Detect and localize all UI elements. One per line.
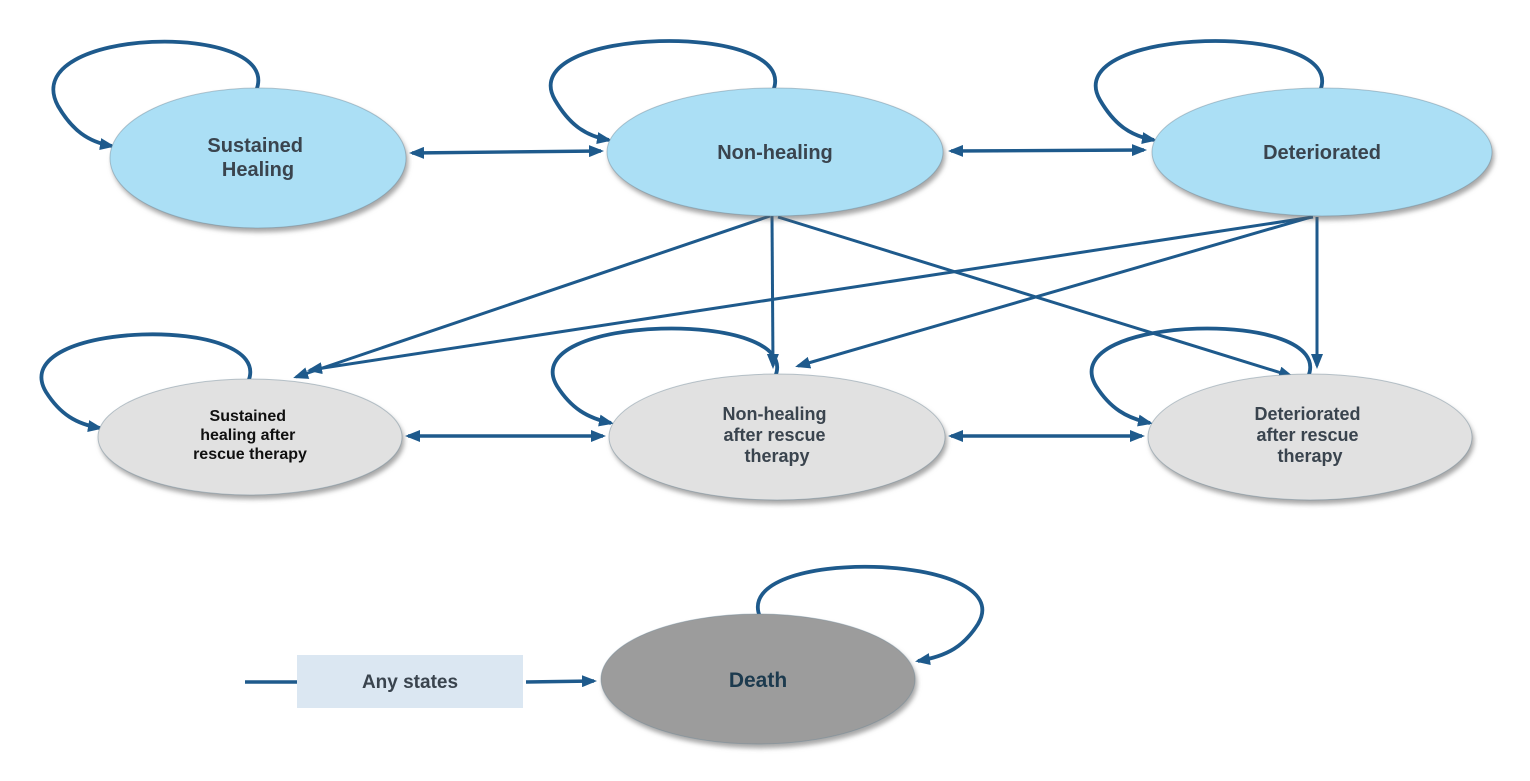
state-sustained-healing: Sustained Healing xyxy=(109,87,407,229)
state-label-sustained-healing: Sustained Healing xyxy=(207,135,308,181)
state-non-healing: Non-healing xyxy=(606,87,944,217)
self-loop-non-healing-after-rescue-therapy xyxy=(551,326,780,427)
transition-deteriorated-to-sustained-healing-art xyxy=(307,215,1314,375)
state-label-non-healing: Non-healing xyxy=(717,142,833,164)
state-label-deteriorated-after-rescue-therapy: Deteriorated after rescue therapy xyxy=(1254,404,1365,466)
states-layer: Sustained Healing Non-healing Deteriorat… xyxy=(97,87,1493,745)
self-loop-non-healing xyxy=(549,39,778,144)
any-states-box xyxy=(297,655,523,708)
self-loop-deteriorated-after-rescue-therapy xyxy=(1090,326,1313,427)
transition-non-healing-to-sustained-healing-art xyxy=(293,214,771,379)
transition-any-states-to-death xyxy=(525,675,597,688)
legend-any-states: Any states xyxy=(297,655,523,708)
state-non-healing-after-rescue-therapy: Non-healing after rescue therapy xyxy=(608,373,946,501)
state-sustained-healing-after-rescue-therapy: Sustained healing after rescue therapy xyxy=(97,378,403,496)
state-ellipse-sustained-healing xyxy=(109,87,407,229)
state-deteriorated: Deteriorated xyxy=(1151,87,1493,217)
transitions-layer xyxy=(39,39,1325,688)
state-ellipse-sustained-healing-after-rescue-therapy xyxy=(97,378,403,496)
state-ellipse-deteriorated-after-rescue-therapy xyxy=(1147,373,1473,501)
transition-non-healing-deteriorated xyxy=(948,144,1147,157)
state-ellipse-non-healing xyxy=(606,87,944,217)
self-loop-sustained-healing-after-rescue-therapy xyxy=(39,332,253,432)
self-loop-deteriorated xyxy=(1094,39,1325,144)
state-label-deteriorated: Deteriorated xyxy=(1263,142,1381,164)
state-ellipse-death xyxy=(600,613,916,745)
state-ellipse-non-healing-after-rescue-therapy xyxy=(608,373,946,501)
transition-sustained-healing-non-healing xyxy=(409,145,604,159)
self-loop-death xyxy=(755,564,984,665)
transition-non-healing-to-non-healing-art xyxy=(766,215,779,369)
state-deteriorated-after-rescue-therapy: Deteriorated after rescue therapy xyxy=(1147,373,1473,501)
any-states-label: Any states xyxy=(362,672,458,693)
state-ellipse-deteriorated xyxy=(1151,87,1493,217)
state-label-death: Death xyxy=(729,669,787,692)
state-label-non-healing-after-rescue-therapy: Non-healing after rescue therapy xyxy=(722,404,831,466)
state-death: Death xyxy=(600,613,916,745)
transition-deteriorated-to-non-healing-art xyxy=(795,215,1312,369)
self-loop-sustained-healing xyxy=(51,39,261,150)
state-label-sustained-healing-after-rescue-therapy: Sustained healing after rescue therapy xyxy=(193,408,307,463)
